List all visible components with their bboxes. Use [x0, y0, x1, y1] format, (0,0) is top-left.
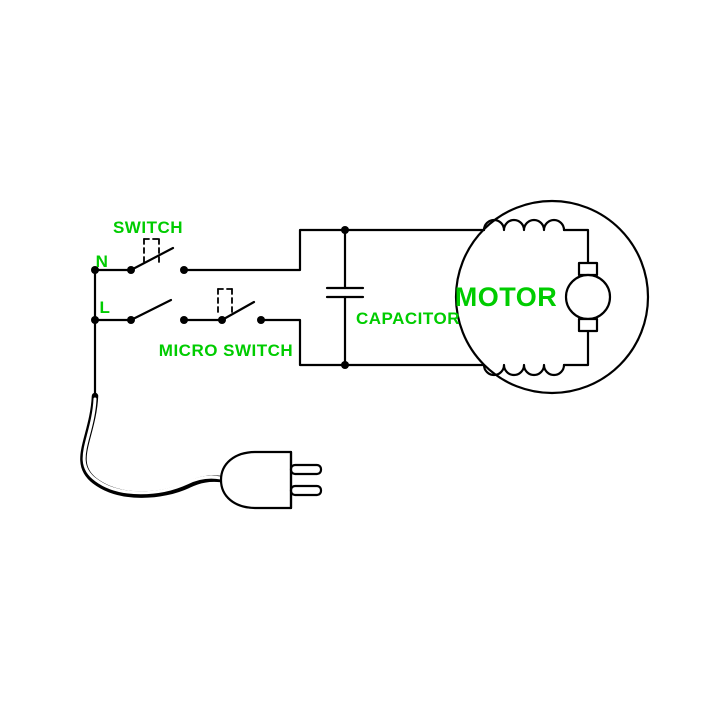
junction-dot: [341, 361, 349, 369]
live-terminal-label: L: [100, 298, 111, 317]
junction-dot: [127, 266, 135, 274]
motor-armature-circle: [564, 273, 612, 321]
junction-dot: [257, 316, 265, 324]
capacitor-symbol: [325, 228, 365, 367]
capacitor-label: CAPACITOR: [356, 309, 460, 328]
motor-brush-bottom: [577, 317, 599, 333]
power-cord: [80, 392, 225, 498]
plug-pin-bottom: [289, 484, 323, 497]
junction-dot: [341, 226, 349, 234]
junction-dot: [218, 316, 226, 324]
diagram-labels: SWITCH N L MICRO SWITCH CAPACITOR MOTOR: [96, 218, 558, 360]
plug-pin-top: [289, 463, 323, 476]
motor-symbol: [454, 199, 650, 395]
junction-dots: [91, 226, 349, 369]
wiring: [80, 199, 650, 510]
wire-top-bus: [182, 228, 486, 272]
micro-switch-plunger: [217, 288, 233, 314]
plug-body: [219, 450, 293, 510]
switch-actuator-link: [143, 238, 160, 267]
switch-pole2-blade: [129, 298, 173, 322]
wire-bottom-bus: [259, 318, 486, 367]
motor-top-lead: [562, 228, 590, 265]
motor-bottom-lead: [562, 329, 590, 367]
motor-top-winding-coil: [482, 218, 566, 232]
micro-switch-label: MICRO SWITCH: [159, 341, 293, 360]
mains-cord-and-plug: [80, 392, 323, 510]
power-cord-inner: [82, 397, 223, 495]
micro-switch-blade: [220, 300, 256, 322]
motor-brush-top: [577, 261, 599, 277]
plug-icon: [219, 450, 323, 510]
motor-outline-circle: [454, 199, 650, 395]
junction-dot: [127, 316, 135, 324]
motor-label: MOTOR: [455, 282, 558, 312]
junction-dot: [91, 316, 99, 324]
switch-pole1-blade: [129, 246, 175, 272]
junction-dot: [180, 266, 188, 274]
neutral-terminal-label: N: [96, 252, 109, 271]
junction-dot: [180, 316, 188, 324]
junction-dot: [91, 266, 99, 274]
switch-label: SWITCH: [113, 218, 183, 237]
motor-bottom-winding-coil: [482, 363, 566, 377]
